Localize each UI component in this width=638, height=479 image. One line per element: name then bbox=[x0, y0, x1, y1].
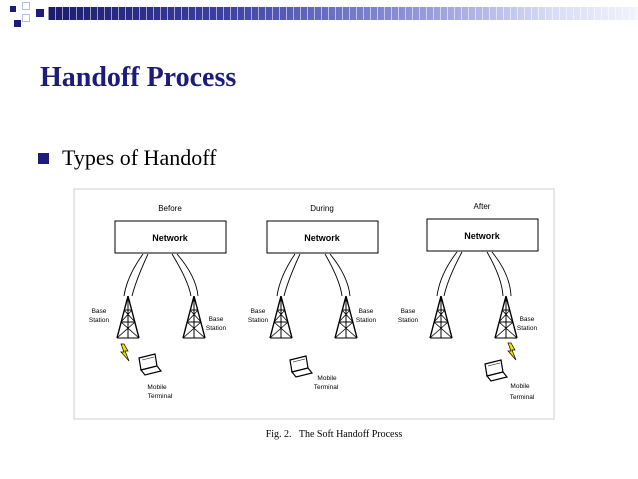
panel-heading: During bbox=[310, 204, 334, 213]
base-station-label-line1: Base bbox=[520, 316, 535, 323]
base-station-label-line2: Station bbox=[206, 325, 227, 332]
mobile-terminal-label-line1: Mobile bbox=[510, 383, 530, 390]
base-station-label-line1: Base bbox=[401, 308, 416, 315]
panel-before: Before Network Base Station Base Station… bbox=[89, 204, 227, 400]
base-station-label-line2: Station bbox=[248, 317, 269, 324]
network-box bbox=[114, 220, 227, 254]
base-station-label-line1: Base bbox=[209, 316, 224, 323]
base-station-label-line1: Base bbox=[359, 308, 374, 315]
header-square-icon bbox=[36, 9, 44, 17]
panel-heading: Before bbox=[158, 204, 182, 213]
panel-after: After Network Base Station Base Station … bbox=[398, 202, 539, 401]
base-station-label-line1: Base bbox=[92, 308, 107, 315]
base-station-label-line1: Base bbox=[251, 308, 266, 315]
mobile-terminal-label-line2: Terminal bbox=[510, 394, 535, 401]
network-box bbox=[426, 218, 539, 252]
slide-title: Handoff Process bbox=[40, 62, 237, 93]
panel-heading: After bbox=[474, 202, 491, 211]
mobile-terminal-label-line2: Terminal bbox=[314, 384, 339, 391]
base-station-label-line2: Station bbox=[356, 317, 377, 324]
mobile-terminal-label-line1: Mobile bbox=[317, 375, 337, 382]
base-station-label-line2: Station bbox=[398, 317, 419, 324]
network-label: Network bbox=[152, 233, 189, 243]
bullet-item: Types of Handoff bbox=[38, 145, 216, 171]
bullet-text: Types of Handoff bbox=[62, 145, 217, 170]
mobile-terminal-label-line2: Terminal bbox=[148, 393, 173, 400]
square-bullet-icon bbox=[38, 152, 49, 164]
header-square-icon bbox=[10, 6, 16, 12]
header-square-icon bbox=[14, 20, 21, 27]
network-label: Network bbox=[304, 233, 341, 243]
header-square-icon bbox=[22, 2, 30, 10]
base-station-label-line2: Station bbox=[89, 317, 110, 324]
header-square-icon bbox=[22, 14, 30, 22]
decorative-header-bar bbox=[0, 0, 638, 28]
network-label: Network bbox=[464, 231, 501, 241]
panel-during: During Network Base Station Base Station… bbox=[248, 204, 379, 391]
figure-caption: Fig. 2. The Soft Handoff Process bbox=[266, 429, 403, 440]
mobile-terminal-label-line1: Mobile bbox=[147, 384, 167, 391]
header-gradient-band bbox=[48, 7, 638, 20]
network-box bbox=[266, 220, 379, 254]
base-station-label-line2: Station bbox=[517, 325, 538, 332]
